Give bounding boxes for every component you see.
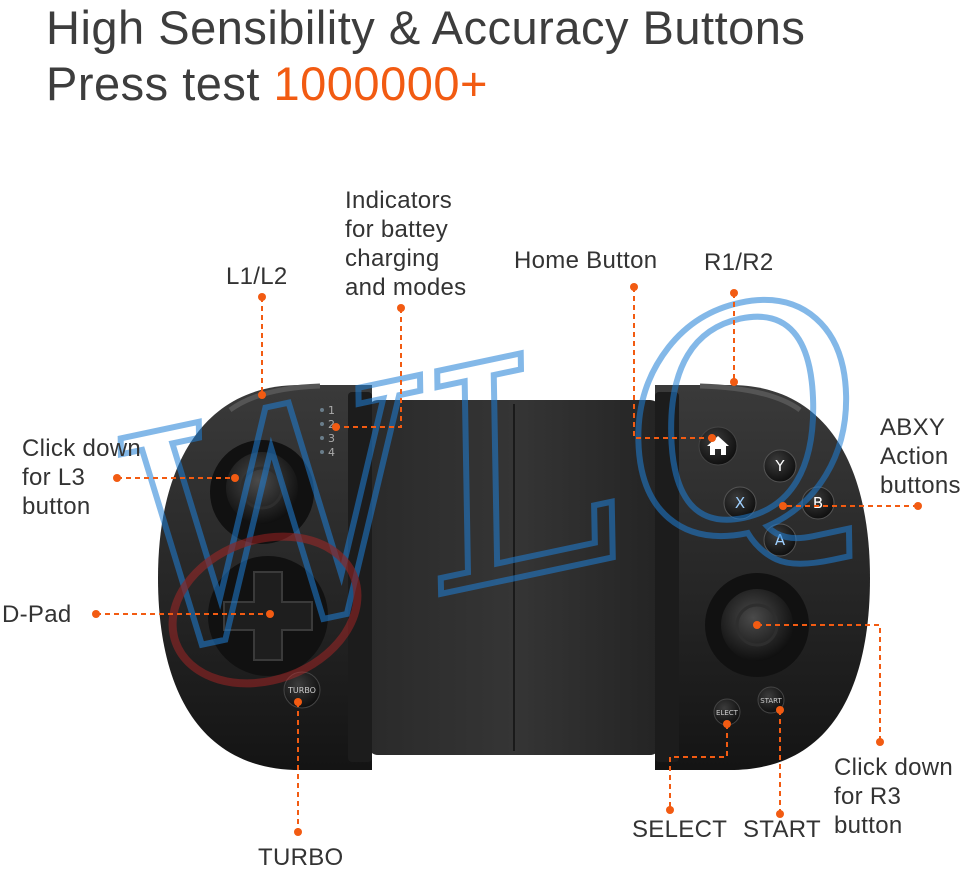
led-indicators: 1 2 3 4 [320,404,335,459]
headline-highlight: 1000000+ [273,57,488,110]
led-number-3: 3 [328,432,335,445]
start-button[interactable] [757,686,785,714]
label-l3-line-2: for L3 [22,464,86,491]
y-button[interactable] [763,449,797,483]
label-l1-l2: L1/L2 [226,263,288,290]
label-indicators-line-1: Indicators [345,187,453,214]
label-l3-line-1: Click down [22,435,142,462]
turbo-button[interactable] [283,671,321,709]
label-indicators-line-2: for battey [345,216,449,243]
label-home-button: Home Button [514,247,658,274]
b-button-label: B [813,494,823,512]
label-r3-line-2: for R3 [834,783,902,810]
a-button-label: A [775,531,786,549]
b-button[interactable] [801,486,835,520]
x-button-label: X [735,494,745,512]
left-stick[interactable] [226,452,298,524]
label-r1-r2: R1/R2 [704,249,774,276]
watermark-ring [168,532,362,688]
label-abxy-line-1: ABXY [880,414,946,441]
label-turbo: TURBO [258,844,344,871]
left-grip-edge [348,392,372,762]
headline-line-2: Press test 1000000+ [46,60,488,107]
start-button-label: START [760,697,782,705]
y-button-label: Y [774,457,785,475]
label-l3-line-3: button [22,493,91,520]
headline-line-1: High Sensibility & Accuracy Buttons [46,1,806,54]
label-indicators-line-3: charging [345,245,440,272]
label-abxy-line-3: buttons [880,472,961,499]
label-l3: Click down for L3 button [22,434,141,521]
label-r3: Click down for R3 button [834,753,953,840]
callout-lines [96,287,918,832]
turbo-button-label: TURBO [287,686,316,695]
home-icon [707,436,729,455]
left-shoulder [228,383,321,413]
led-number-2: 2 [328,418,335,431]
select-button-label: ELECT [716,709,739,717]
x-button[interactable] [723,486,757,520]
label-r3-line-1: Click down [834,754,954,781]
right-grip-edge [655,392,679,762]
led-number-1: 1 [328,404,335,417]
led-number-4: 4 [328,446,335,459]
right-shoulder [699,383,802,413]
callout-dots [92,283,922,836]
label-r3-line-3: button [834,812,903,839]
label-indicators-line-4: and modes [345,274,467,301]
label-indicators: Indicators for battey charging and modes [345,186,466,302]
label-start: START [743,816,821,843]
a-button[interactable] [763,523,797,557]
label-select: SELECT [632,816,728,843]
label-abxy-line-2: Action [880,443,949,470]
label-abxy: ABXY Action buttons [880,413,961,500]
headline-prefix: Press test [46,57,274,110]
label-dpad: D-Pad [2,601,72,628]
